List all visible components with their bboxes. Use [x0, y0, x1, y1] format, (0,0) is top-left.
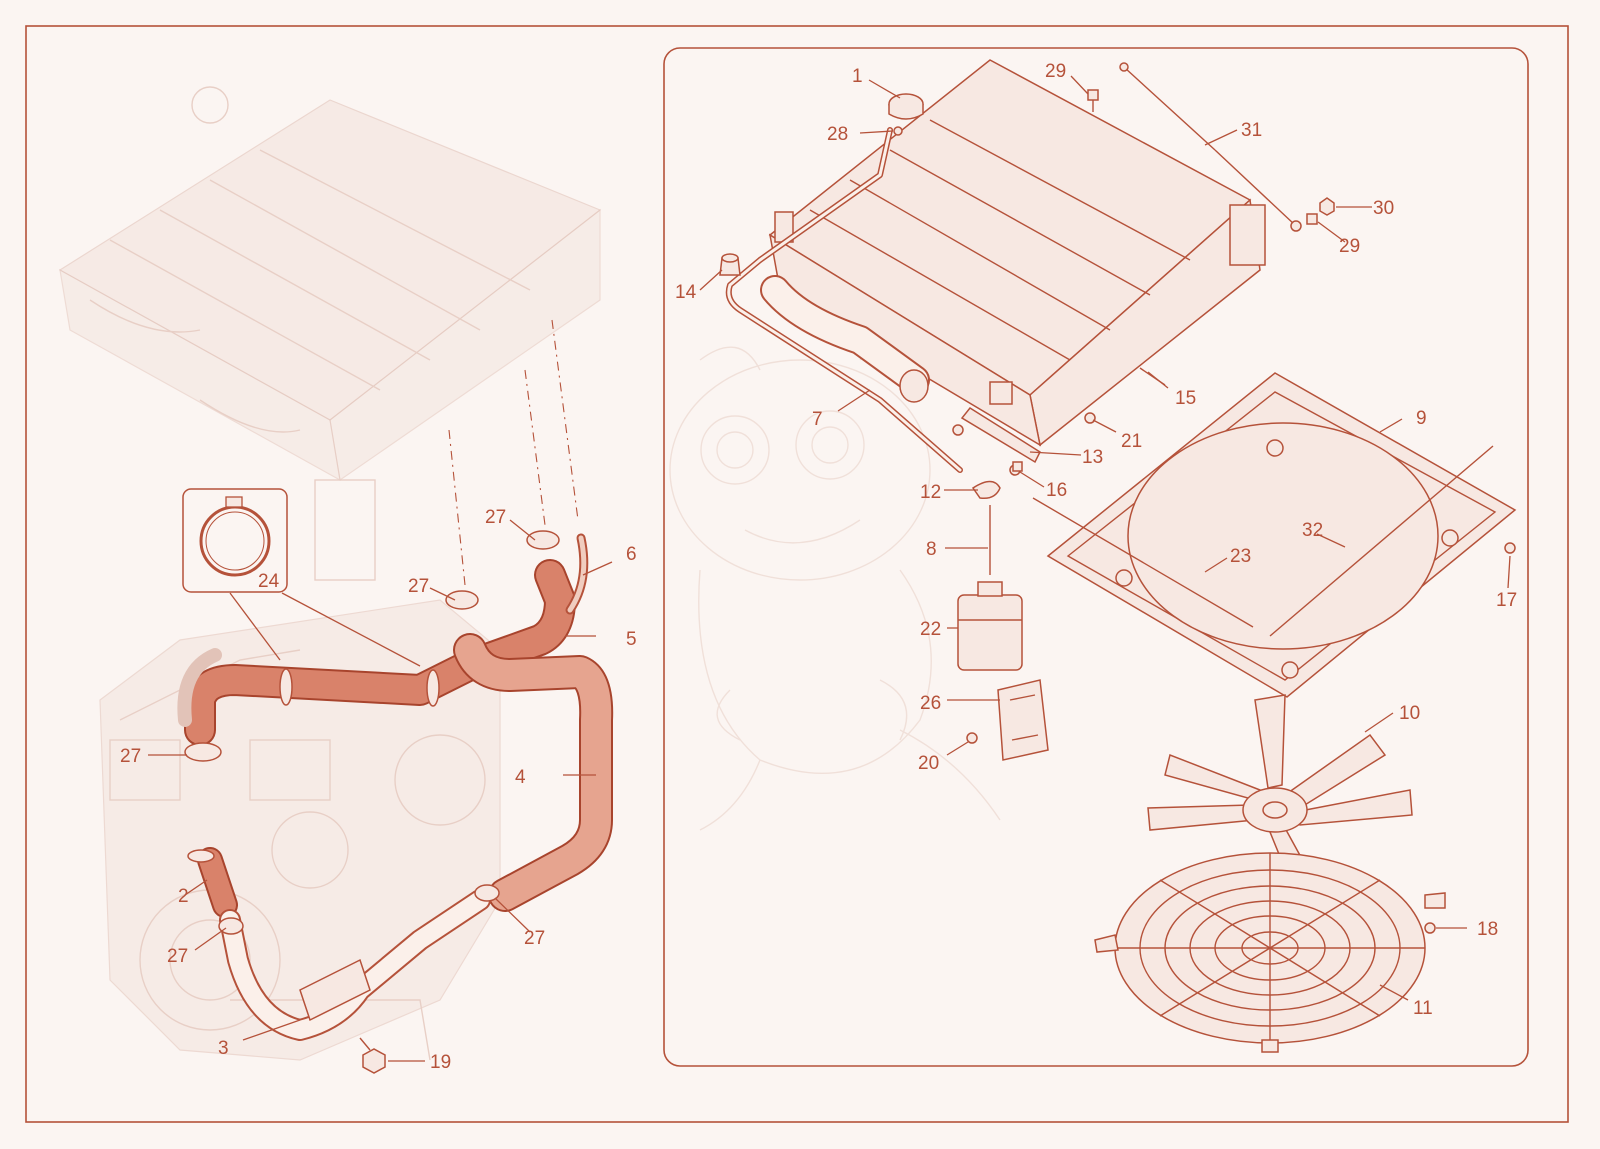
callout-24: 24 [258, 571, 280, 592]
callout-27-bottom: 27 [167, 946, 188, 967]
seal-strip-23-icon [1032, 497, 1254, 628]
callout-2: 2 [178, 886, 189, 907]
bolt-30-icon [1319, 197, 1335, 216]
alignment-line-3 [551, 319, 579, 521]
outer-frame [25, 25, 1569, 1123]
fitting-12-icon [971, 480, 1001, 500]
callout-27-top: 27 [485, 507, 506, 528]
callout-14: 14 [675, 282, 697, 303]
hose-clamps [184, 530, 560, 935]
callout-10: 10 [1399, 703, 1420, 724]
fan-guard-icon [1094, 852, 1446, 1053]
fan-shroud-icon [1046, 372, 1517, 698]
callout-5: 5 [626, 629, 637, 650]
callout-29-top: 29 [1045, 61, 1066, 82]
callout-12: 12 [920, 482, 941, 503]
callout-1: 1 [852, 66, 863, 87]
tank-bracket-icon [997, 679, 1049, 761]
metal-coolant-pipe [219, 889, 491, 1041]
dragon-watermark-icon [669, 346, 1001, 831]
bolt-19-icon [359, 1037, 386, 1074]
alignment-line-2 [524, 369, 546, 526]
overflow-tube-core [727, 128, 962, 472]
ghost-radiator-assembly [58, 86, 602, 581]
alignment-line-1 [448, 429, 466, 586]
callout-31: 31 [1241, 120, 1262, 141]
callout-29-right: 29 [1339, 236, 1360, 257]
gas-strut-icon [1119, 62, 1302, 232]
callout-30: 30 [1373, 198, 1394, 219]
callout-20: 20 [918, 753, 939, 774]
callout-7: 7 [812, 409, 823, 430]
seal-strip-32-icon [1269, 445, 1494, 637]
callout-15: 15 [1175, 388, 1196, 409]
bolt-16-icon [1012, 461, 1023, 472]
callout-23: 23 [1230, 546, 1251, 567]
nut-18-icon [1424, 922, 1436, 934]
callout-32: 32 [1302, 520, 1323, 541]
fitting-28-icon [893, 126, 903, 136]
hose-clamp-detail-icon [182, 488, 288, 593]
callout-28: 28 [827, 124, 848, 145]
right-detail-panel [663, 47, 1529, 1067]
callout-11: 11 [1413, 998, 1433, 1019]
callout-4: 4 [515, 767, 526, 788]
bolt-29-right-icon [1306, 213, 1318, 225]
callout-16: 16 [1046, 480, 1067, 501]
bolt-29-top-icon [1087, 89, 1099, 112]
callout-27-left: 27 [120, 746, 141, 767]
callout-26: 26 [920, 693, 941, 714]
radiator-outlet-tube [760, 275, 930, 403]
callout-9: 9 [1416, 408, 1427, 429]
callout-8: 8 [926, 539, 937, 560]
nut-21-icon [1084, 412, 1096, 424]
callout-3: 3 [218, 1038, 229, 1059]
leader-lines [148, 75, 1511, 1062]
callout-27-right: 27 [524, 928, 545, 949]
callout-13: 13 [1082, 447, 1103, 468]
callout-19: 19 [430, 1052, 451, 1073]
nut-17-icon [1504, 542, 1516, 554]
coolant-hoses [177, 533, 614, 918]
callout-17: 17 [1496, 590, 1517, 611]
callout-22: 22 [920, 619, 941, 640]
radiator-cap-icon [888, 93, 924, 120]
callout-6: 6 [626, 544, 637, 565]
callout-21: 21 [1121, 431, 1142, 452]
callout-27-mid: 27 [408, 576, 429, 597]
rubber-mount-14-icon [719, 253, 741, 276]
expansion-tank-icon [957, 581, 1023, 671]
callout-18: 18 [1477, 919, 1498, 940]
bolt-20-icon [966, 732, 978, 744]
